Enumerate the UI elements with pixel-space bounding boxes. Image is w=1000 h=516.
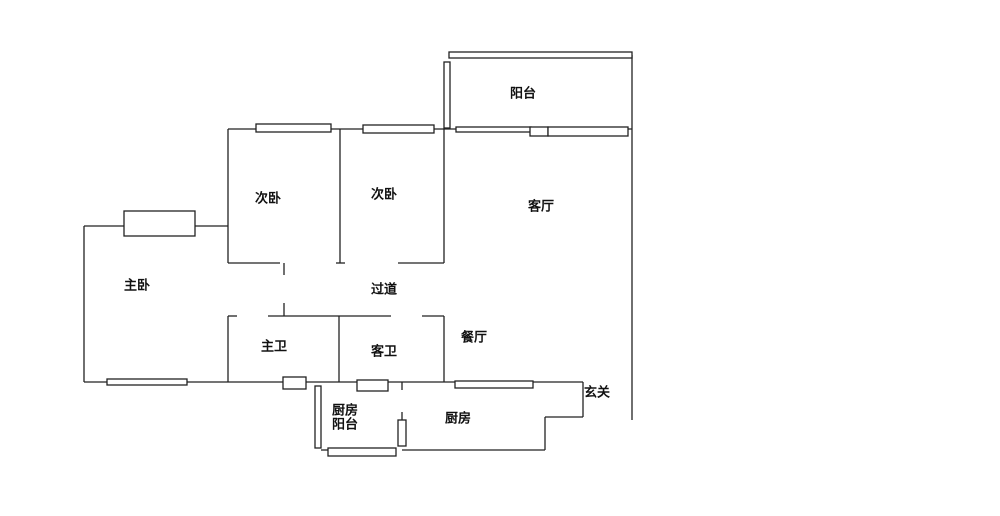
room-label-hallway: 过道 bbox=[370, 282, 398, 298]
room-label-balcony: 阳台 bbox=[509, 86, 537, 102]
windows bbox=[106, 51, 633, 457]
room-label-kitchen-balcony-line2: 阳台 bbox=[331, 417, 359, 433]
room-label-second-bedroom-2: 次卧 bbox=[370, 187, 398, 203]
room-label-guest-bath: 客卫 bbox=[370, 344, 398, 360]
room-label-kitchen: 厨房 bbox=[444, 411, 472, 427]
room-label-master-bath: 主卫 bbox=[260, 339, 288, 355]
room-label-kitchen-balcony-line1: 厨房 bbox=[331, 403, 359, 419]
room-label-second-bedroom-1: 次卧 bbox=[254, 191, 282, 207]
room-label-master-bedroom: 主卧 bbox=[123, 278, 151, 294]
room-label-dining-room: 餐厅 bbox=[460, 330, 488, 346]
room-label-entrance: 玄关 bbox=[583, 385, 611, 401]
room-label-living-room: 客厅 bbox=[527, 199, 555, 215]
